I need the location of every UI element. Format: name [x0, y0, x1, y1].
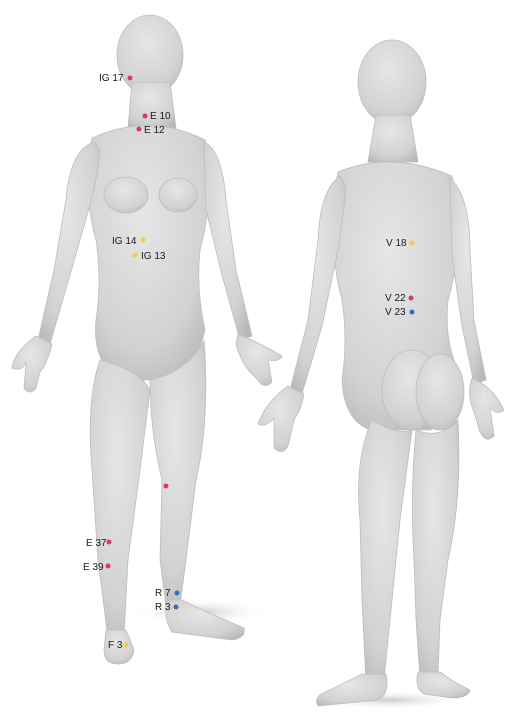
- point-label: IG 14: [112, 236, 137, 247]
- back-buttock-right: [416, 354, 464, 430]
- point-dot: [124, 643, 129, 648]
- back-arm-right: [450, 178, 486, 384]
- front-arm-right: [204, 142, 252, 340]
- front-figure: [12, 15, 282, 664]
- back-figure: [258, 40, 504, 710]
- front-leg-right: [150, 340, 206, 606]
- point-label: IG 17: [99, 73, 124, 84]
- front-leg-left: [90, 360, 150, 638]
- back-hand-left: [258, 386, 304, 452]
- point-dot: [133, 253, 138, 258]
- point-dot: [128, 76, 133, 81]
- point-dot: [106, 564, 111, 569]
- point-label: V 23: [385, 307, 406, 318]
- point-label: F 3: [108, 640, 123, 651]
- point-dot: [141, 238, 146, 243]
- point-dot: [107, 540, 112, 545]
- point-label: IG 13: [141, 251, 166, 262]
- front-hand-left: [12, 336, 52, 392]
- back-leg-right: [412, 420, 458, 678]
- back-leg-left: [359, 420, 413, 682]
- point-dot: [410, 241, 415, 246]
- back-neck: [368, 115, 418, 162]
- back-arm-left: [290, 176, 346, 394]
- back-head: [358, 40, 426, 124]
- point-dot: [175, 591, 180, 596]
- back-hand-right: [470, 378, 505, 439]
- front-breast-left: [104, 177, 148, 213]
- point-dot: [164, 484, 169, 489]
- point-dot: [409, 296, 414, 301]
- point-dot: [174, 605, 179, 610]
- back-foot-right: [417, 672, 470, 698]
- point-knee: [164, 484, 169, 489]
- point-label: E 12: [144, 125, 165, 136]
- point-dot: [137, 127, 142, 132]
- point-label: E 10: [150, 111, 171, 122]
- point-label: E 37: [86, 538, 107, 549]
- front-breast-right: [159, 178, 197, 212]
- point-label: E 39: [83, 562, 104, 573]
- front-arm-left: [38, 142, 100, 344]
- point-dot: [410, 310, 415, 315]
- point-label: R 3: [155, 602, 171, 613]
- point-dot: [143, 114, 148, 119]
- point-label: V 22: [385, 293, 406, 304]
- point-label: R 7: [155, 588, 171, 599]
- front-hand-right: [236, 334, 282, 386]
- point-label: V 18: [386, 238, 407, 249]
